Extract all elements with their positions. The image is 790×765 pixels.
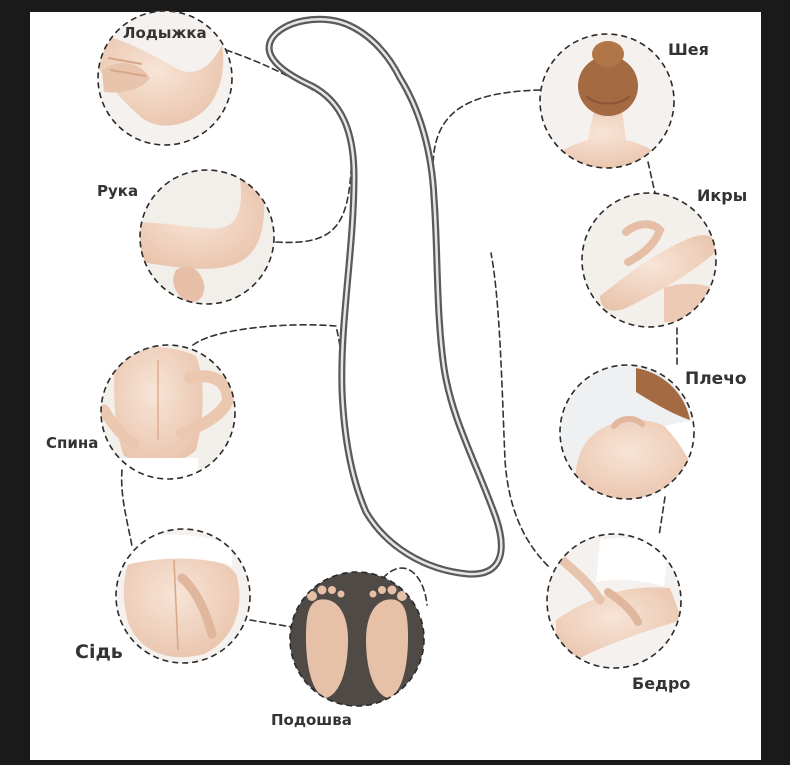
label-ankle: Лодыжка [123,24,207,42]
label-shoulder: Плечо [685,369,747,389]
thigh-icon [546,533,682,669]
back-icon [100,344,236,480]
neck-icon [539,33,675,169]
label-buttocks: Сідь [75,641,123,663]
label-thigh: Бедро [632,674,690,693]
calves-icon [581,192,717,328]
label-sole: Подошва [271,711,352,729]
label-arm: Рука [97,182,138,200]
shoulder-icon [559,364,695,500]
sole-icon [289,571,425,707]
buttocks-icon [115,528,251,664]
label-neck: Шея [668,40,709,59]
label-calves: Икры [697,186,747,205]
ankle-icon [97,10,233,146]
label-back: Спина [46,434,98,452]
gua-sha-tool-icon [265,15,505,578]
arm-icon [139,169,275,305]
